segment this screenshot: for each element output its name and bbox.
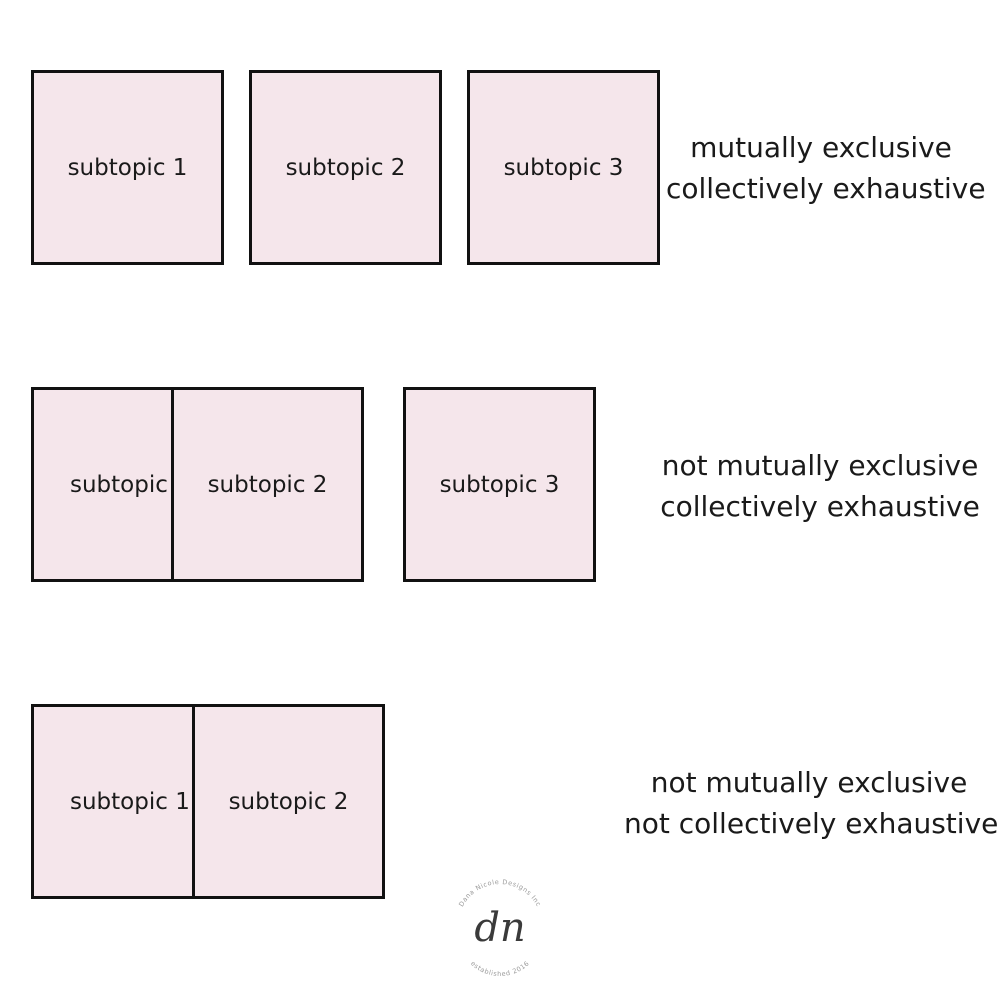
row1-subtopic-3-label: subtopic 3 [503, 154, 624, 181]
row1-subtopic-3-box: subtopic 3 [467, 70, 660, 265]
row2-caption-line-2: collectively exhaustive [660, 490, 980, 523]
row3-subtopic-1-box: subtopic 1 [31, 704, 224, 899]
row2-subtopic-1-label: subtopic [70, 471, 168, 498]
row3-caption-line-1: not mutually exclusive [650, 766, 968, 799]
row2-caption-line-1: not mutually exclusive [661, 449, 979, 482]
row1-caption-line-1: mutually exclusive [690, 131, 952, 164]
row3-subtopic-2-box: subtopic 2 [192, 704, 385, 899]
brand-logo-icon: Dana Nicole Designs Inc established 2016… [457, 878, 543, 978]
row3-caption-line-2: not collectively exhaustive [624, 807, 999, 840]
row1-subtopic-2-box: subtopic 2 [249, 70, 442, 265]
brand-logo: Dana Nicole Designs Inc established 2016… [440, 868, 560, 978]
row3-subtopic-2-label: subtopic 2 [228, 788, 349, 815]
row1-subtopic-2-label: subtopic 2 [285, 154, 406, 181]
row1-caption-line-2: collectively exhaustive [666, 172, 986, 205]
row1-subtopic-1-box: subtopic 1 [31, 70, 224, 265]
svg-text:Dana Nicole Designs Inc: Dana Nicole Designs Inc [457, 878, 543, 908]
logo-initials: dn [474, 905, 525, 951]
row2-subtopic-2-box: subtopic 2 [171, 387, 364, 582]
row3-subtopic-1-label: subtopic 1 [70, 788, 190, 815]
row2-caption: not mutually exclusive collectively exha… [660, 445, 980, 527]
logo-bottom-text: established 2016 [469, 959, 530, 978]
row2-subtopic-3-box: subtopic 3 [403, 387, 596, 582]
row2-subtopic-2-label: subtopic 2 [207, 471, 328, 498]
row1-subtopic-1-label: subtopic 1 [67, 154, 188, 181]
row3-caption: not mutually exclusive not collectively … [624, 762, 999, 844]
logo-top-text: Dana Nicole Designs Inc [457, 878, 542, 908]
svg-text:established 2016: established 2016 [469, 959, 531, 978]
row1-caption: mutually exclusive collectively exhausti… [666, 127, 986, 209]
row2-subtopic-3-label: subtopic 3 [439, 471, 560, 498]
